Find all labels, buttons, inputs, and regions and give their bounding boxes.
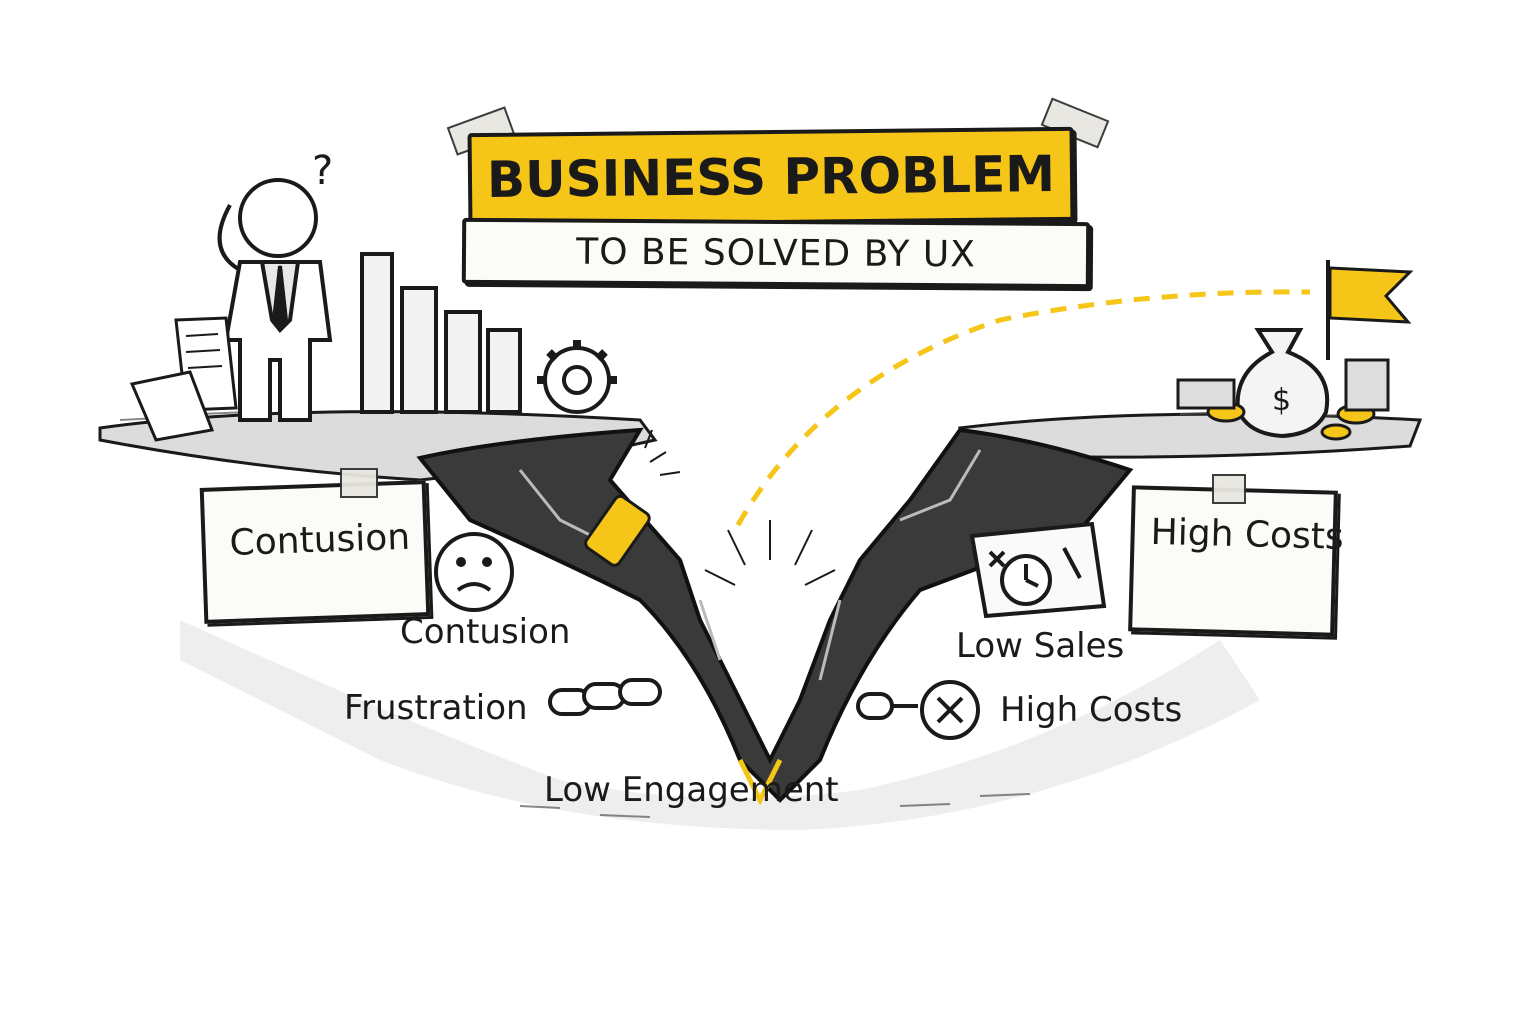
sign-left-text: Contusion	[228, 516, 411, 564]
gear-icon	[537, 340, 617, 414]
pencil-icon	[584, 429, 681, 567]
trajectory-line	[735, 289, 1311, 527]
sign-right-tape	[1212, 474, 1246, 504]
money-bag-icon: $	[1176, 328, 1390, 441]
declining-bars-icon	[360, 252, 522, 414]
clock-plan-icon	[969, 521, 1107, 619]
svg-text:$: $	[1272, 383, 1291, 418]
banner-title: BUSINESS PROBLEM	[467, 126, 1075, 228]
sign-right-text: High Costs	[1150, 511, 1345, 558]
broken-chain-left-icon	[548, 678, 662, 716]
banner-subtitle-text: TO BE SOLVED BY UX	[576, 231, 976, 275]
label-confusion: Contusion	[400, 612, 571, 652]
broken-chain-right-icon	[856, 692, 918, 720]
sign-left-tape	[340, 468, 378, 498]
goal-flag-icon	[1326, 260, 1414, 360]
banner-subtitle: TO BE SOLVED BY UX	[461, 217, 1091, 289]
label-frustration: Frustration	[344, 688, 528, 728]
sad-face-icon	[434, 532, 514, 612]
label-low-engagement: Low Engagement	[544, 770, 839, 810]
question-mark: ?	[312, 148, 333, 194]
confused-person-icon	[217, 178, 333, 422]
papers-icon	[129, 316, 238, 442]
sign-left: Contusion	[199, 480, 431, 624]
banner-title-text: BUSINESS PROBLEM	[486, 145, 1056, 209]
label-high-costs: High Costs	[1000, 690, 1183, 730]
sign-right: High Costs	[1128, 485, 1344, 637]
label-low-sales: Low Sales	[956, 626, 1125, 666]
x-circle-icon	[920, 680, 980, 740]
